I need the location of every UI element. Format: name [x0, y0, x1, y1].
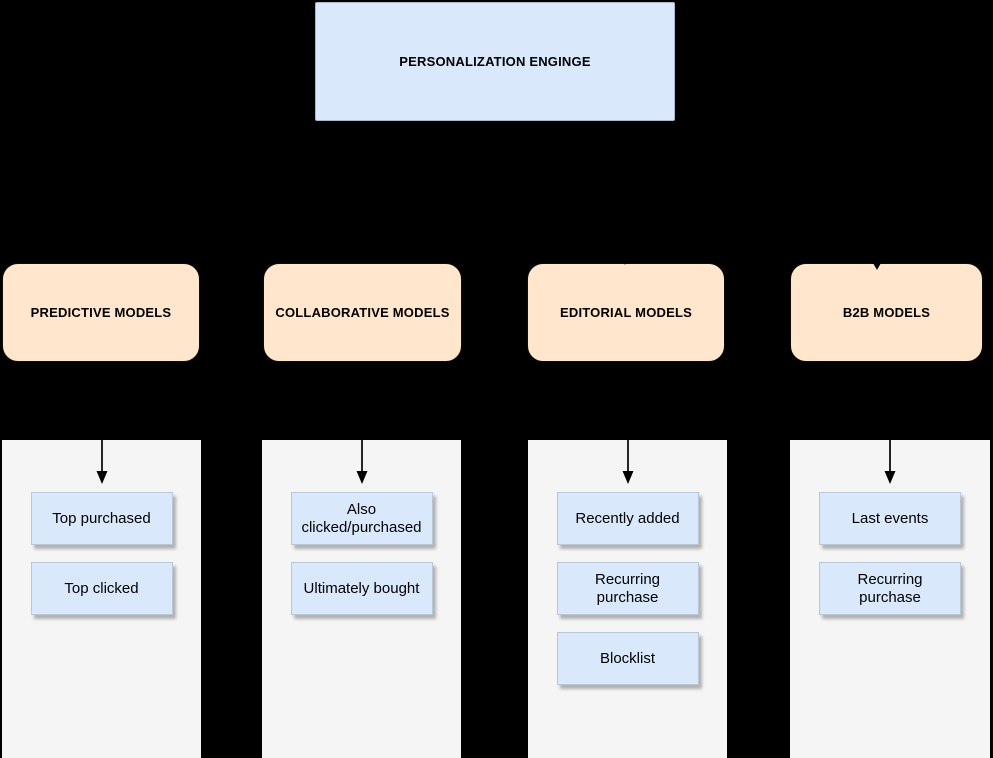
node-ultimately-bought-label: Ultimately bought: [303, 579, 420, 597]
node-editorial-models-label: EDITORIAL MODELS: [559, 305, 692, 320]
node-recurring-purchase-b2b: Recurring purchase: [819, 562, 961, 615]
node-b2b-models: B2B MODELS: [790, 263, 983, 362]
node-collaborative-models: COLLABORATIVE MODELS: [263, 263, 462, 362]
down-arrow-icon: [884, 440, 896, 484]
node-also-clicked-purchased-label: Also clicked/purchased: [301, 500, 422, 536]
node-also-clicked-purchased: Also clicked/purchased: [290, 492, 433, 545]
node-last-events: Last events: [819, 492, 961, 545]
node-blocklist: Blocklist: [556, 632, 699, 685]
node-top-clicked-label: Top clicked: [64, 579, 139, 597]
node-recurring-purchase-editorial: Recurring purchase: [556, 562, 699, 615]
column-editorial-models: Recently added Recurring purchase Blockl…: [528, 440, 727, 758]
node-ultimately-bought: Ultimately bought: [290, 562, 433, 615]
node-personalization-engine: PERSONALIZATION ENGINGE: [315, 2, 675, 121]
node-personalization-engine-label: PERSONALIZATION ENGINGE: [399, 54, 591, 69]
node-b2b-models-label: B2B MODELS: [842, 305, 931, 320]
node-top-purchased-label: Top purchased: [52, 509, 151, 527]
node-last-events-label: Last events: [851, 509, 929, 527]
node-top-clicked: Top clicked: [30, 562, 173, 615]
node-recently-added-label: Recently added: [575, 509, 680, 527]
column-predictive-models: Top purchased Top clicked: [2, 440, 201, 758]
node-predictive-models-label: PREDICTIVE MODELS: [30, 305, 172, 320]
node-editorial-models: EDITORIAL MODELS: [527, 263, 725, 362]
down-arrow-icon: [356, 440, 367, 484]
node-recurring-purchase-editorial-label: Recurring purchase: [594, 570, 661, 606]
node-blocklist-label: Blocklist: [599, 649, 655, 667]
column-collaborative-models: Also clicked/purchased Ultimately bought: [262, 440, 461, 758]
node-predictive-models: PREDICTIVE MODELS: [2, 263, 200, 362]
node-top-purchased: Top purchased: [30, 492, 173, 545]
node-recurring-purchase-b2b-label: Recurring purchase: [857, 570, 923, 606]
column-b2b-models: Last events Recurring purchase: [790, 440, 990, 758]
connector-arrowhead-icon: [619, 252, 631, 265]
node-collaborative-models-label: COLLABORATIVE MODELS: [275, 305, 450, 320]
down-arrow-icon: [622, 440, 633, 484]
node-recently-added: Recently added: [556, 492, 699, 545]
connector-arrowhead-icon: [869, 256, 885, 270]
down-arrow-icon: [96, 440, 107, 484]
